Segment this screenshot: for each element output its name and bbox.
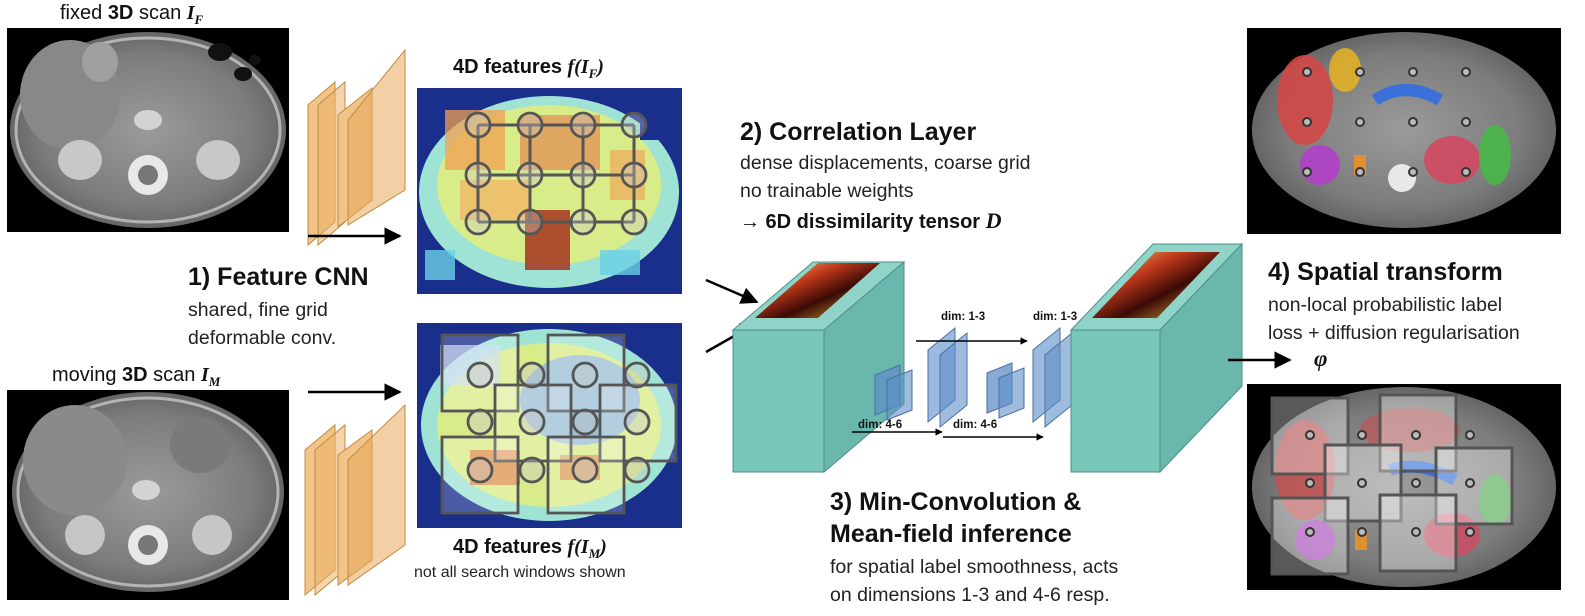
dissimilarity-tensor-block-left: [731, 260, 906, 474]
step3-title-line-2: Mean-field inference: [830, 520, 1072, 548]
step4-line-2: loss + diffusion regularisation: [1268, 322, 1520, 344]
dissimilarity-tensor-block-right: [1069, 242, 1244, 474]
step3-line-2: on dimensions 1-3 and 4-6 resp.: [830, 584, 1110, 606]
step2-tensor-line: → 6D dissimilarity tensor D: [740, 208, 1002, 233]
dim-label-1-3-a: dim: 1-3: [941, 311, 986, 323]
moving-scan-label: moving 3D scan IM: [52, 364, 221, 389]
step1-line-1: shared, fine grid: [188, 299, 328, 321]
step1-line-2: deformable conv.: [188, 327, 337, 349]
segmented-output-bottom: [1247, 384, 1561, 590]
moving-features-label: 4D features f(IM): [453, 536, 607, 561]
dim-label-4-6-b: dim: 4-6: [953, 419, 998, 431]
dim-label-4-6-a: dim: 4-6: [858, 419, 903, 431]
fixed-scan-label: fixed 3D scan IF: [60, 2, 204, 27]
step4-line-1: non-local probabilistic label: [1268, 294, 1503, 316]
step3-line-1: for spatial label smoothness, acts: [830, 556, 1119, 578]
arrow-fixed-features-to-correlation: [705, 278, 759, 304]
step2-line-1: dense displacements, coarse grid: [740, 152, 1031, 174]
moving-feature-map: [417, 323, 682, 528]
moving-features-note: not all search windows shown: [414, 564, 626, 581]
segmented-output-top: [1247, 28, 1561, 234]
step1-title: 1) Feature CNN: [188, 263, 369, 291]
phi-symbol: φ: [1314, 346, 1328, 371]
moving-ct-scan-image: [7, 390, 289, 600]
step4-title: 4) Spatial transform: [1268, 258, 1503, 286]
step2-line-2: no trainable weights: [740, 180, 914, 202]
fixed-ct-scan-image: [7, 28, 289, 232]
control-point-grid: [464, 111, 648, 236]
step3-title-line-1: 3) Min-Convolution &: [830, 488, 1082, 516]
search-window-grid: [440, 333, 678, 515]
dim-label-1-3-b: dim: 1-3: [1033, 311, 1078, 323]
cnn-block-top: [307, 48, 406, 247]
fixed-feature-map: [417, 88, 682, 294]
min-convolution-blocks: [874, 326, 1073, 429]
fixed-features-label: 4D features f(IF): [453, 56, 604, 81]
step2-title: 2) Correlation Layer: [740, 118, 977, 146]
cnn-block-bottom: [304, 403, 406, 597]
